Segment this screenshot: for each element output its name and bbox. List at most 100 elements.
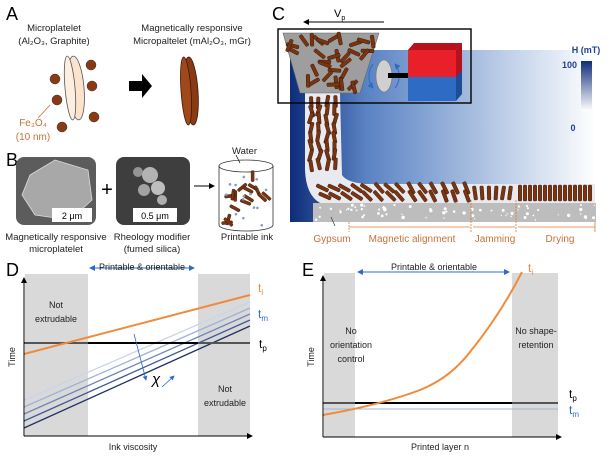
stage-magnetic-alignment: Magnetic alignment: [369, 234, 456, 245]
silica-particle: [255, 177, 258, 181]
tm-line: [23, 301, 251, 401]
panel-a: A Microplatelet (Al₂O₃, Graphite) Fe₃O₄ …: [6, 4, 251, 143]
y-axis-label: Time: [7, 347, 17, 367]
pore: [443, 207, 447, 211]
pore: [445, 210, 448, 213]
panel-b: B 2 μm + 0.5 μm Water Magnetically respo…: [5, 146, 274, 255]
platelet: [350, 183, 363, 193]
platelet: [331, 148, 338, 161]
pore: [339, 209, 341, 211]
platelet: [305, 74, 311, 88]
y-axis-label: Time: [306, 347, 316, 367]
responsive-platelet-disc: [180, 56, 199, 126]
pore: [452, 210, 456, 213]
pore: [534, 219, 537, 221]
pore: [523, 216, 527, 220]
pore: [557, 214, 559, 216]
region-label: extrudable: [204, 398, 246, 408]
platelet: [359, 48, 370, 61]
pore: [350, 208, 353, 212]
region-label: retention: [518, 340, 553, 350]
platelet: [370, 34, 376, 49]
platelet: [518, 184, 522, 202]
pore: [347, 207, 350, 210]
platelet: [463, 189, 471, 203]
chi-arrow-up: [161, 375, 175, 388]
tm-line: [23, 319, 251, 422]
panel-label-c: C: [272, 4, 285, 24]
platelet: [543, 184, 547, 202]
pore: [401, 215, 405, 220]
platelet: [240, 199, 252, 206]
ti-curve: [322, 271, 523, 416]
pore: [383, 207, 387, 212]
platelet: [315, 183, 329, 193]
pore: [319, 206, 322, 209]
silica-particle: [242, 216, 245, 220]
platelet: [428, 189, 438, 203]
platelet: [285, 38, 294, 53]
platelet: [583, 184, 587, 202]
region-label: No shape-: [515, 326, 557, 336]
platelet: [548, 184, 552, 202]
platelet: [451, 181, 460, 195]
pore: [378, 208, 381, 211]
printhead-box: [277, 28, 472, 104]
responsive-platelet-title: Magnetically responsive: [141, 23, 242, 34]
platelet: [578, 184, 582, 202]
pore: [355, 209, 358, 212]
pore: [360, 203, 364, 207]
platelet: [394, 182, 406, 194]
platelet: [310, 63, 319, 77]
pore: [580, 204, 582, 207]
silica-particle: [234, 212, 238, 216]
platelet: [321, 70, 333, 83]
caption-microplatelet-1: Magnetically responsive: [5, 232, 106, 243]
pore: [462, 211, 466, 215]
silica-particle: [234, 183, 237, 187]
platelet: [327, 53, 341, 61]
platelet: [336, 31, 343, 46]
pore: [442, 211, 446, 215]
pore: [363, 214, 366, 217]
arrow-right-icon: [129, 74, 152, 98]
stage-jamming: Jamming: [475, 234, 516, 245]
platelet: [493, 185, 499, 201]
particle-pointer: [37, 104, 51, 119]
panel-label-a: A: [6, 4, 18, 24]
ink-cylinder: [218, 159, 274, 232]
platelet: [538, 184, 542, 202]
tm-label: tm: [569, 403, 579, 419]
platelet: [553, 184, 557, 202]
pore: [510, 211, 514, 215]
pore: [537, 209, 540, 212]
pore: [532, 214, 535, 217]
pore: [490, 209, 493, 212]
pore: [314, 218, 318, 222]
pore: [429, 209, 433, 213]
caption-rheology-1: Rheology modifier: [114, 232, 191, 243]
pore: [408, 205, 412, 208]
platelet: [337, 183, 351, 193]
platelet: [558, 184, 562, 202]
platelet: [299, 34, 309, 47]
pore: [318, 215, 321, 218]
scale-bar-2um: 2 μm: [62, 211, 82, 221]
pore: [500, 214, 503, 217]
silica-particle: [242, 194, 246, 198]
silica-particle: [264, 188, 268, 192]
platelet: [523, 184, 527, 202]
pore: [567, 213, 571, 218]
platelet: [327, 183, 341, 193]
region-not-extrudable-low: [25, 274, 88, 436]
panel-c: C Vp H (mT) 100 0: [272, 4, 600, 245]
pore: [579, 213, 582, 215]
responsive-platelet-composition: Micropaltelet (mAl₂O₃, mGr): [133, 36, 251, 47]
gypsum-pores: [314, 203, 596, 222]
pore: [510, 215, 512, 218]
platelet: [339, 57, 352, 69]
panel-label-d: D: [6, 260, 19, 280]
sem-image-microplatelet: 2 μm: [16, 157, 96, 225]
platelet: [440, 189, 449, 203]
pore: [361, 215, 364, 219]
